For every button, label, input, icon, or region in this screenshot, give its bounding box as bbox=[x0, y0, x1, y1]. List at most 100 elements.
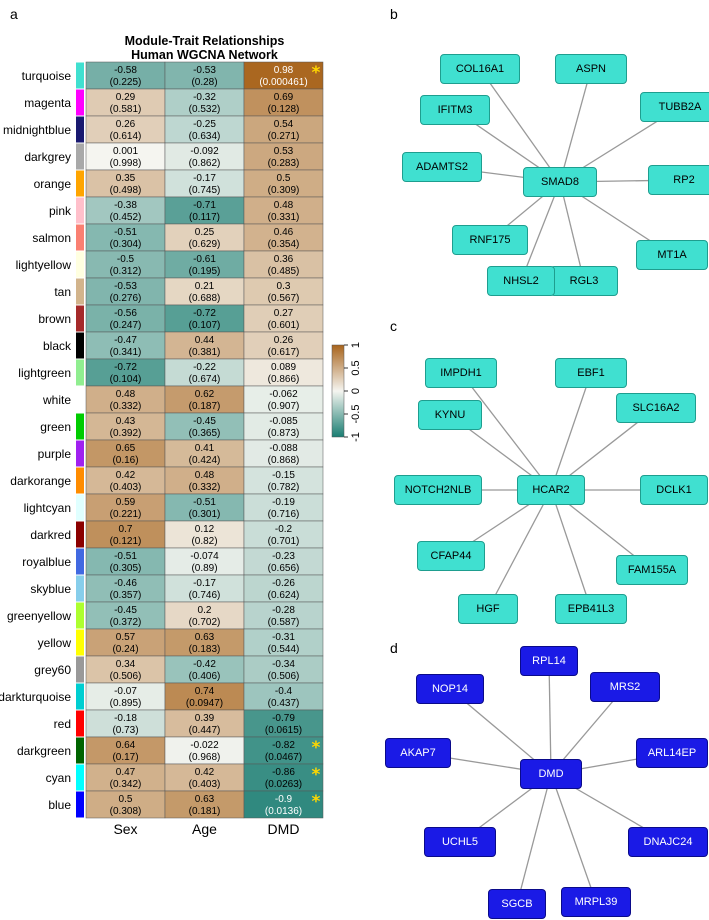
cell-pvalue: (0.656) bbox=[268, 563, 300, 574]
heatmap-cell bbox=[164, 358, 245, 387]
module-label-grey60: grey60 bbox=[34, 663, 71, 677]
module-color-swatch-lightcyan bbox=[76, 494, 84, 521]
hub-gene-node: DMD bbox=[520, 759, 582, 789]
gene-node: RP2 bbox=[648, 165, 709, 195]
cell-pvalue: (0.0615) bbox=[265, 725, 302, 736]
gene-node: TUBB2A bbox=[640, 92, 709, 122]
cell-correlation: -0.15 bbox=[272, 470, 295, 481]
heatmap-cell bbox=[85, 709, 166, 738]
cell-pvalue: (0.601) bbox=[268, 320, 300, 331]
module-label-darkgreen: darkgreen bbox=[17, 744, 71, 758]
module-label-orange: orange bbox=[34, 177, 72, 191]
cell-pvalue: (0.82) bbox=[191, 536, 217, 547]
cell-pvalue: (0.121) bbox=[110, 536, 142, 547]
cell-correlation: -0.31 bbox=[272, 632, 295, 643]
cell-pvalue: (0.452) bbox=[110, 212, 142, 223]
cell-correlation: -0.32 bbox=[193, 92, 216, 103]
module-label-greenyellow: greenyellow bbox=[7, 609, 71, 623]
gene-node: EBF1 bbox=[555, 358, 627, 388]
module-label-blue: blue bbox=[48, 798, 71, 812]
cell-pvalue: (0.746) bbox=[189, 590, 221, 601]
cell-pvalue: (0.183) bbox=[189, 644, 221, 655]
heatmap-cell bbox=[164, 61, 245, 90]
cell-correlation: 0.36 bbox=[274, 254, 294, 265]
cell-correlation: 0.59 bbox=[116, 497, 136, 508]
cell-correlation: -0.074 bbox=[190, 551, 219, 562]
cell-pvalue: (0.000461) bbox=[259, 77, 307, 88]
cell-pvalue: (0.24) bbox=[112, 644, 138, 655]
heatmap-cell bbox=[85, 88, 166, 117]
module-color-swatch-white bbox=[76, 386, 84, 413]
module-color-swatch-orange bbox=[76, 170, 84, 197]
heatmap-cell bbox=[85, 736, 166, 765]
heatmap-cell bbox=[85, 142, 166, 171]
heatmap-cell bbox=[164, 466, 245, 495]
cell-correlation: 0.98 bbox=[274, 65, 294, 76]
cell-correlation: 0.46 bbox=[274, 227, 294, 238]
module-color-swatch-brown bbox=[76, 305, 84, 332]
cell-correlation: 0.001 bbox=[113, 146, 138, 157]
heatmap-cell bbox=[85, 61, 166, 90]
heatmap-cell bbox=[164, 223, 245, 252]
module-label-lightgreen: lightgreen bbox=[18, 366, 71, 380]
heatmap-cell bbox=[243, 493, 324, 522]
cell-correlation: 0.21 bbox=[195, 281, 215, 292]
cell-pvalue: (0.0263) bbox=[265, 779, 302, 790]
cell-correlation: -0.82 bbox=[272, 740, 295, 751]
cell-pvalue: (0.104) bbox=[110, 374, 142, 385]
cell-pvalue: (0.304) bbox=[110, 239, 142, 250]
significance-star: * bbox=[312, 792, 321, 812]
heatmap-cell bbox=[243, 790, 324, 819]
cell-pvalue: (0.305) bbox=[110, 563, 142, 574]
network-edge bbox=[460, 372, 552, 491]
gene-node: DCLK1 bbox=[640, 475, 708, 505]
gene-node: RNF175 bbox=[452, 225, 528, 255]
cell-pvalue: (0.895) bbox=[110, 698, 142, 709]
cell-pvalue: (0.998) bbox=[110, 158, 142, 169]
module-color-swatch-greenyellow bbox=[76, 602, 84, 629]
heatmap-cell bbox=[243, 277, 324, 306]
cell-pvalue: (0.498) bbox=[110, 185, 142, 196]
heatmap-cell bbox=[85, 196, 166, 225]
module-label-royalblue: royalblue bbox=[22, 555, 71, 569]
module-label-magenta: magenta bbox=[24, 96, 71, 110]
cell-correlation: -0.062 bbox=[269, 389, 298, 400]
column-label-age: Age bbox=[192, 821, 217, 837]
cell-pvalue: (0.968) bbox=[189, 752, 221, 763]
heatmap-cell bbox=[85, 250, 166, 279]
module-color-swatch-red bbox=[76, 710, 84, 737]
cell-correlation: -0.092 bbox=[190, 146, 219, 157]
cell-correlation: -0.022 bbox=[190, 740, 219, 751]
significance-star: * bbox=[312, 765, 321, 785]
cell-correlation: 0.48 bbox=[274, 200, 294, 211]
cell-correlation: 0.62 bbox=[195, 389, 215, 400]
cell-correlation: 0.41 bbox=[195, 443, 215, 454]
gene-node: NOP14 bbox=[416, 674, 484, 704]
heatmap-cell bbox=[85, 682, 166, 711]
network-edge bbox=[559, 181, 585, 282]
cell-pvalue: (0.271) bbox=[268, 131, 300, 142]
gene-node: FAM155A bbox=[616, 555, 688, 585]
cell-pvalue: (0.381) bbox=[189, 347, 221, 358]
module-color-swatch-midnightblue bbox=[76, 116, 84, 143]
cell-correlation: -0.28 bbox=[272, 605, 295, 616]
gene-node: KYNU bbox=[418, 400, 482, 430]
cell-correlation: 0.43 bbox=[116, 416, 136, 427]
cell-pvalue: (0.181) bbox=[189, 806, 221, 817]
heatmap-cell bbox=[243, 520, 324, 549]
heatmap-cell bbox=[243, 574, 324, 603]
module-color-swatch-black bbox=[76, 332, 84, 359]
cell-correlation: -0.17 bbox=[193, 578, 216, 589]
gene-node: RGL3 bbox=[550, 266, 618, 296]
module-color-swatch-turquoise bbox=[76, 62, 84, 89]
cell-correlation: 0.63 bbox=[195, 794, 215, 805]
module-color-swatch-royalblue bbox=[76, 548, 84, 575]
cell-correlation: 0.29 bbox=[116, 92, 136, 103]
heatmap-cell bbox=[85, 331, 166, 360]
module-color-swatch-purple bbox=[76, 440, 84, 467]
heatmap-cell bbox=[243, 466, 324, 495]
module-label-purple: purple bbox=[38, 447, 72, 461]
cell-correlation: 0.57 bbox=[116, 632, 136, 643]
